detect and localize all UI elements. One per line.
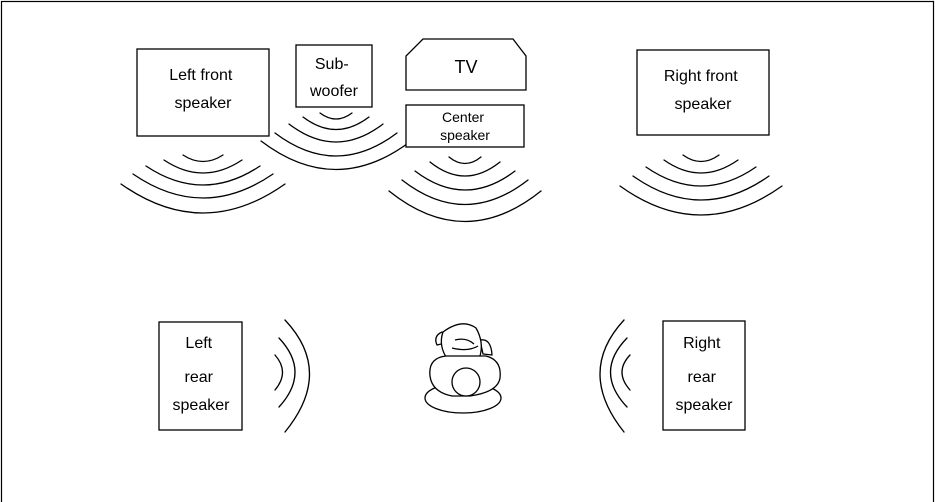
left-rear-speaker: Left rear speaker: [158, 321, 243, 431]
center-label-2: speaker: [440, 127, 490, 143]
svg-text:Center speaker: Center speaker: [440, 109, 490, 143]
tv: TV: [405, 38, 527, 91]
left-rear-label-1: Left: [185, 335, 212, 352]
subwoofer: Sub- woofer: [295, 44, 373, 108]
seated-listener-icon: [424, 323, 502, 414]
svg-text:Left rear speaker: Left rear speaker: [173, 335, 231, 414]
left-front-speaker: Left front speaker: [136, 48, 270, 137]
left-rear-sound-waves: [274, 319, 311, 433]
center-sound-waves: [388, 156, 542, 223]
right-front-sound-waves: [619, 154, 783, 216]
svg-text:Sub- woofer: Sub- woofer: [309, 56, 359, 100]
right-rear-label-1: Right: [683, 335, 721, 352]
left-front-label-2: speaker: [175, 95, 233, 112]
svg-text:Left front speaker: Left front speaker: [169, 67, 237, 112]
center-speaker: Center speaker: [405, 104, 525, 148]
subwoofer-sound-waves: [260, 112, 412, 171]
left-front-sound-waves: [120, 154, 286, 214]
right-rear-sound-waves: [599, 319, 631, 433]
svg-text:Right front speaker: Right front speaker: [664, 68, 742, 113]
right-rear-label-2: rear: [688, 369, 717, 386]
subwoofer-label-1: Sub-: [315, 56, 349, 73]
left-rear-label-2: rear: [185, 369, 214, 386]
right-rear-speaker: Right rear speaker: [662, 320, 746, 431]
tv-label: TV: [454, 57, 477, 77]
left-front-label-1: Left front: [169, 67, 233, 84]
right-front-label-2: speaker: [675, 96, 733, 113]
svg-text:Right rear speaker: Right rear speaker: [676, 335, 734, 414]
right-front-label-1: Right front: [664, 68, 738, 85]
center-label-1: Center: [442, 109, 484, 125]
subwoofer-label-2: woofer: [309, 83, 359, 100]
right-rear-label-3: speaker: [676, 397, 734, 414]
right-front-speaker: Right front speaker: [636, 49, 770, 136]
left-rear-label-3: speaker: [173, 397, 231, 414]
